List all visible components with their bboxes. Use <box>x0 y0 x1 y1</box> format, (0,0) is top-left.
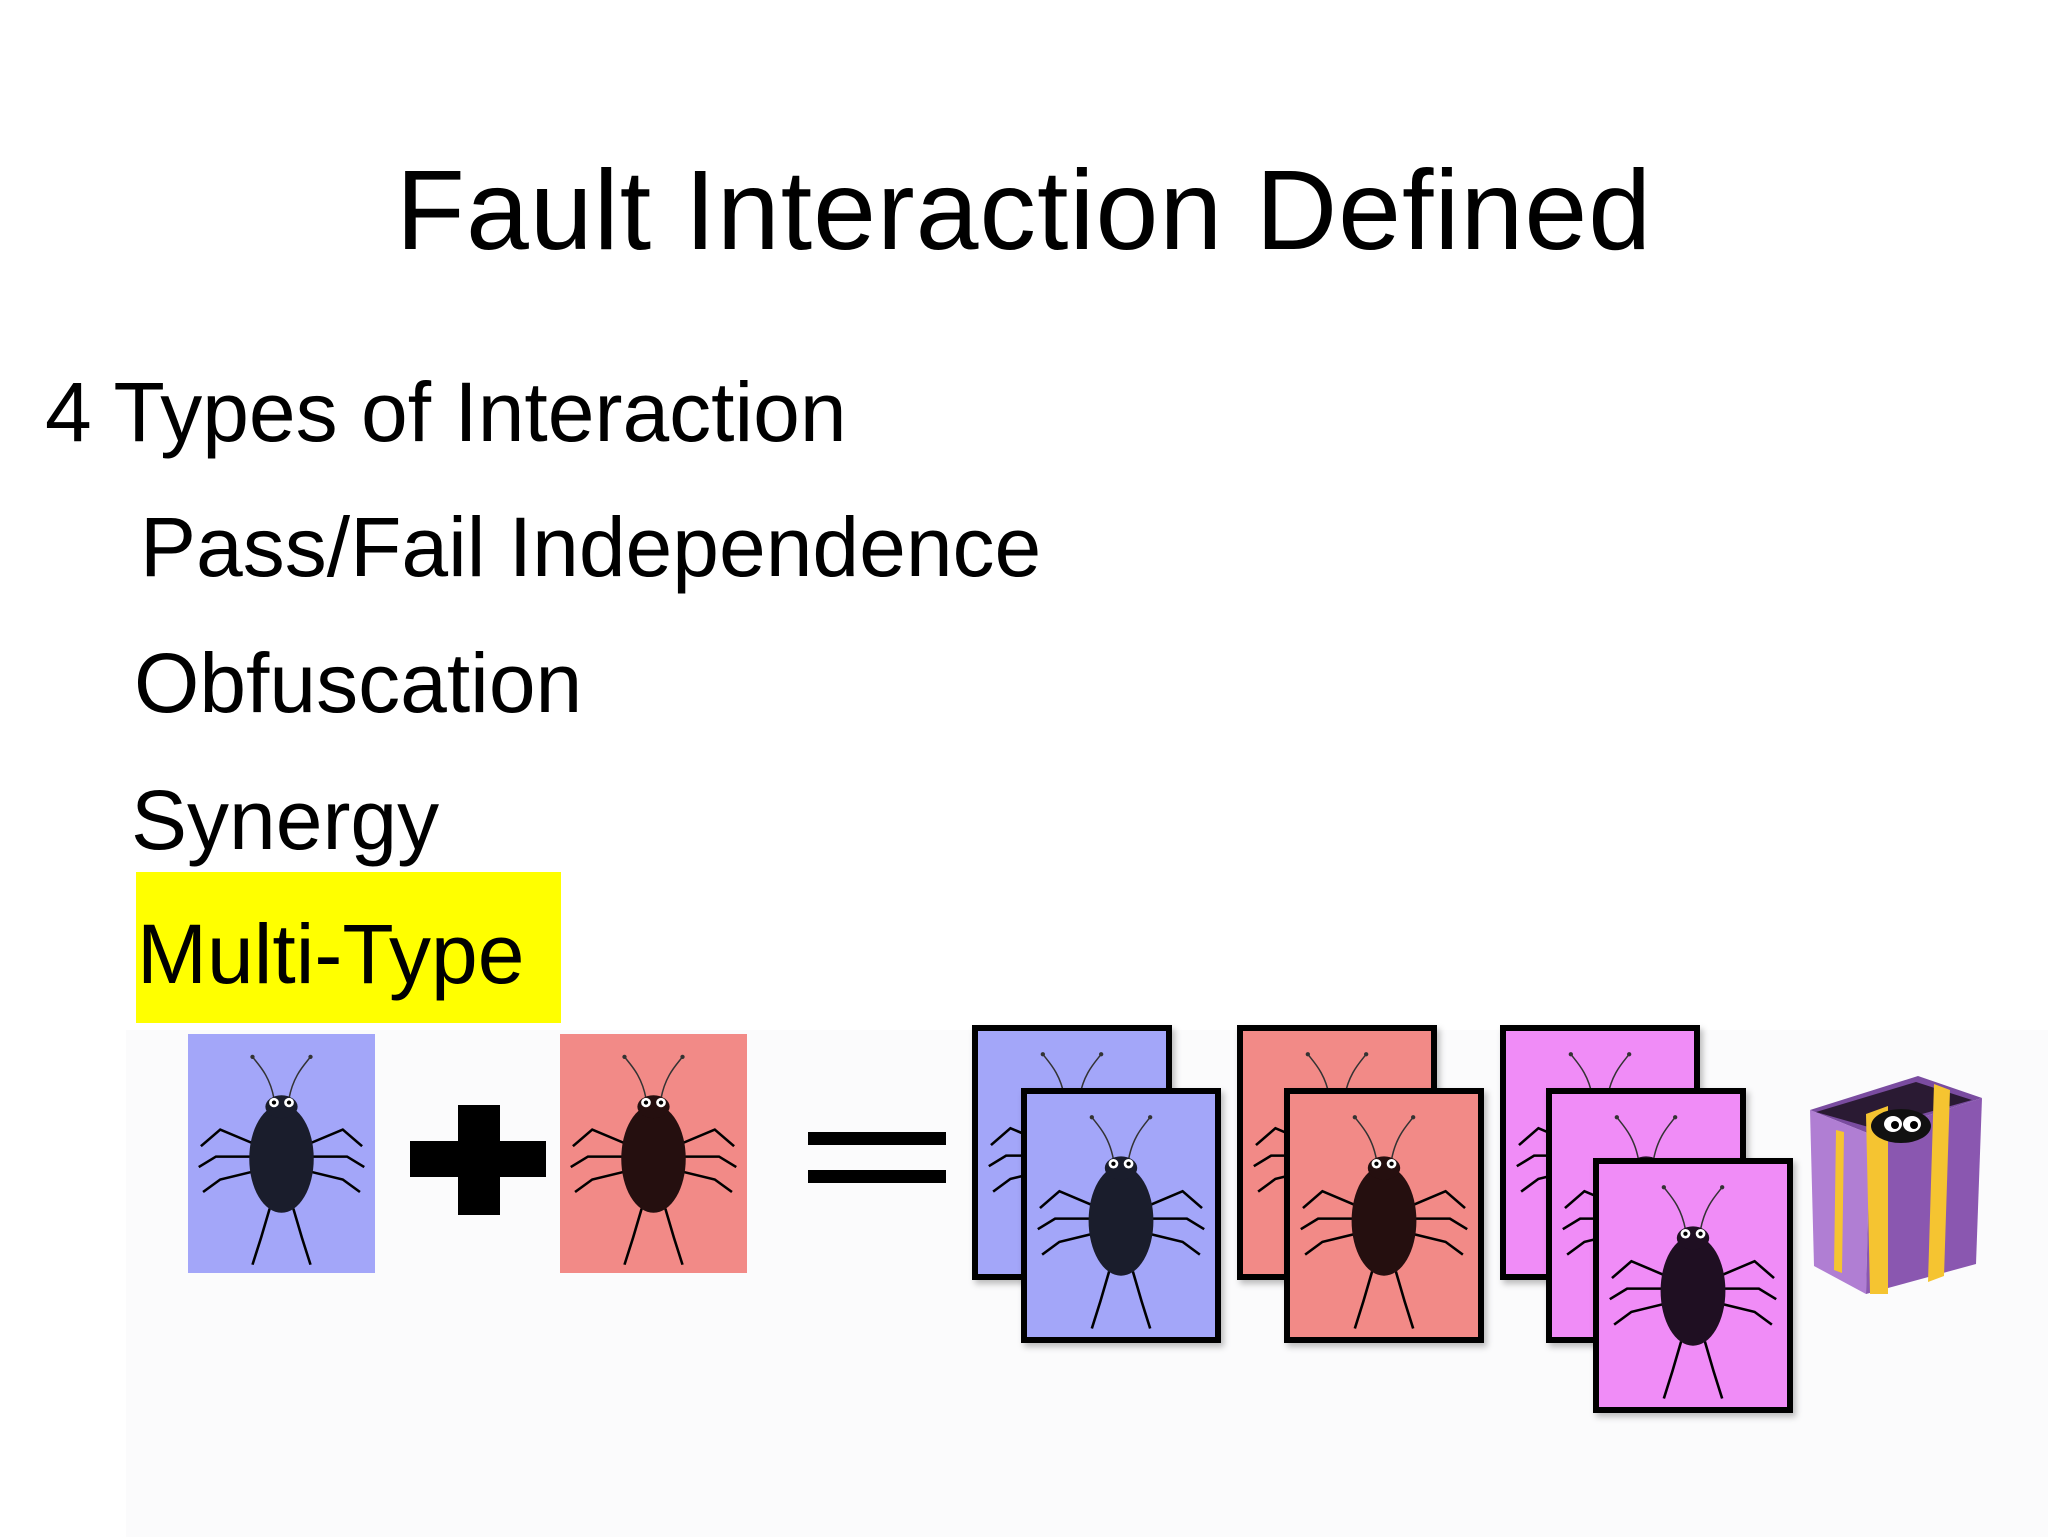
plus-icon <box>410 1105 546 1215</box>
bug-icon <box>1609 1185 1777 1399</box>
mystery-box-icon <box>1810 1076 1982 1294</box>
pink-bug-card-front <box>1593 1158 1793 1413</box>
bug-icon <box>1300 1115 1468 1329</box>
red-bug-card-front <box>1284 1088 1484 1343</box>
slide-title: Fault Interaction Defined <box>395 147 1653 273</box>
item-synergy: Synergy <box>131 773 440 867</box>
blue-bug-card-front <box>1021 1088 1221 1343</box>
types-heading: 4 Types of Interaction <box>45 365 847 459</box>
multi-type-highlight <box>136 872 561 1023</box>
red-bug-card <box>560 1034 747 1273</box>
item-multi-type: Multi-Type <box>137 907 525 1001</box>
item-pass-fail-independence: Pass/Fail Independence <box>140 500 1042 594</box>
bug-icon <box>1037 1115 1205 1329</box>
equals-icon <box>808 1132 946 1183</box>
blue-bug-card <box>188 1034 375 1273</box>
bug-icon <box>570 1054 737 1266</box>
item-obfuscation: Obfuscation <box>134 636 583 730</box>
bug-icon <box>198 1054 365 1266</box>
